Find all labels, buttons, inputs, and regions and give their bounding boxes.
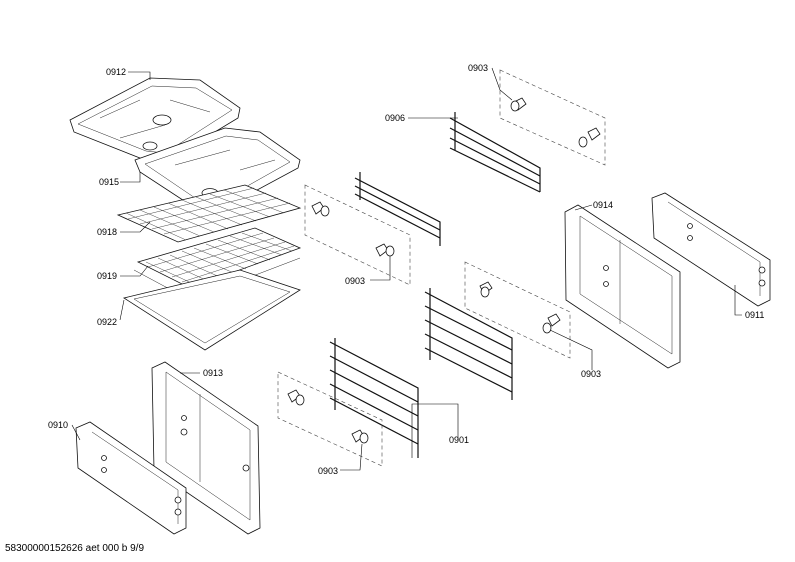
part-0913-side-panel: [151, 361, 261, 535]
part-0903-clips-mid-left: [304, 184, 411, 286]
callout-0914: 0914: [593, 200, 614, 210]
document-code-footer: 58300000152626 aet 000 b 9/9: [5, 543, 145, 554]
callout-0903-mid-left: 0903: [345, 276, 366, 286]
part-0910-side-panel: [75, 421, 187, 535]
leader-lines: [71, 67, 742, 471]
callout-0910: 0910: [48, 420, 69, 430]
part-0906-side-rails: [354, 112, 541, 246]
callout-0903-bottom: 0903: [318, 466, 339, 476]
callout-0915: 0915: [99, 177, 120, 187]
callout-0903-mid-right: 0903: [581, 369, 602, 379]
callout-0918: 0918: [97, 227, 118, 237]
callout-0913: 0913: [203, 368, 224, 378]
part-0922-baking-tray: [122, 269, 301, 351]
callout-0922: 0922: [97, 317, 118, 327]
part-0903-clips-top: [499, 69, 606, 166]
callout-0901: 0901: [449, 435, 470, 445]
part-0914-side-panel: [564, 204, 681, 369]
callout-0903-top: 0903: [468, 63, 489, 73]
part-0911-side-panel: [651, 192, 771, 307]
part-0903-clips-bottom: [277, 371, 383, 467]
part-0903-clips-mid-right: [464, 261, 571, 359]
part-0918-wire-grid: [116, 184, 302, 243]
callout-0919: 0919: [97, 271, 118, 281]
part-0901-side-rails: [329, 288, 513, 458]
callout-0911: 0911: [745, 310, 765, 320]
callout-0912: 0912: [106, 67, 127, 77]
callout-0906: 0906: [385, 113, 406, 123]
